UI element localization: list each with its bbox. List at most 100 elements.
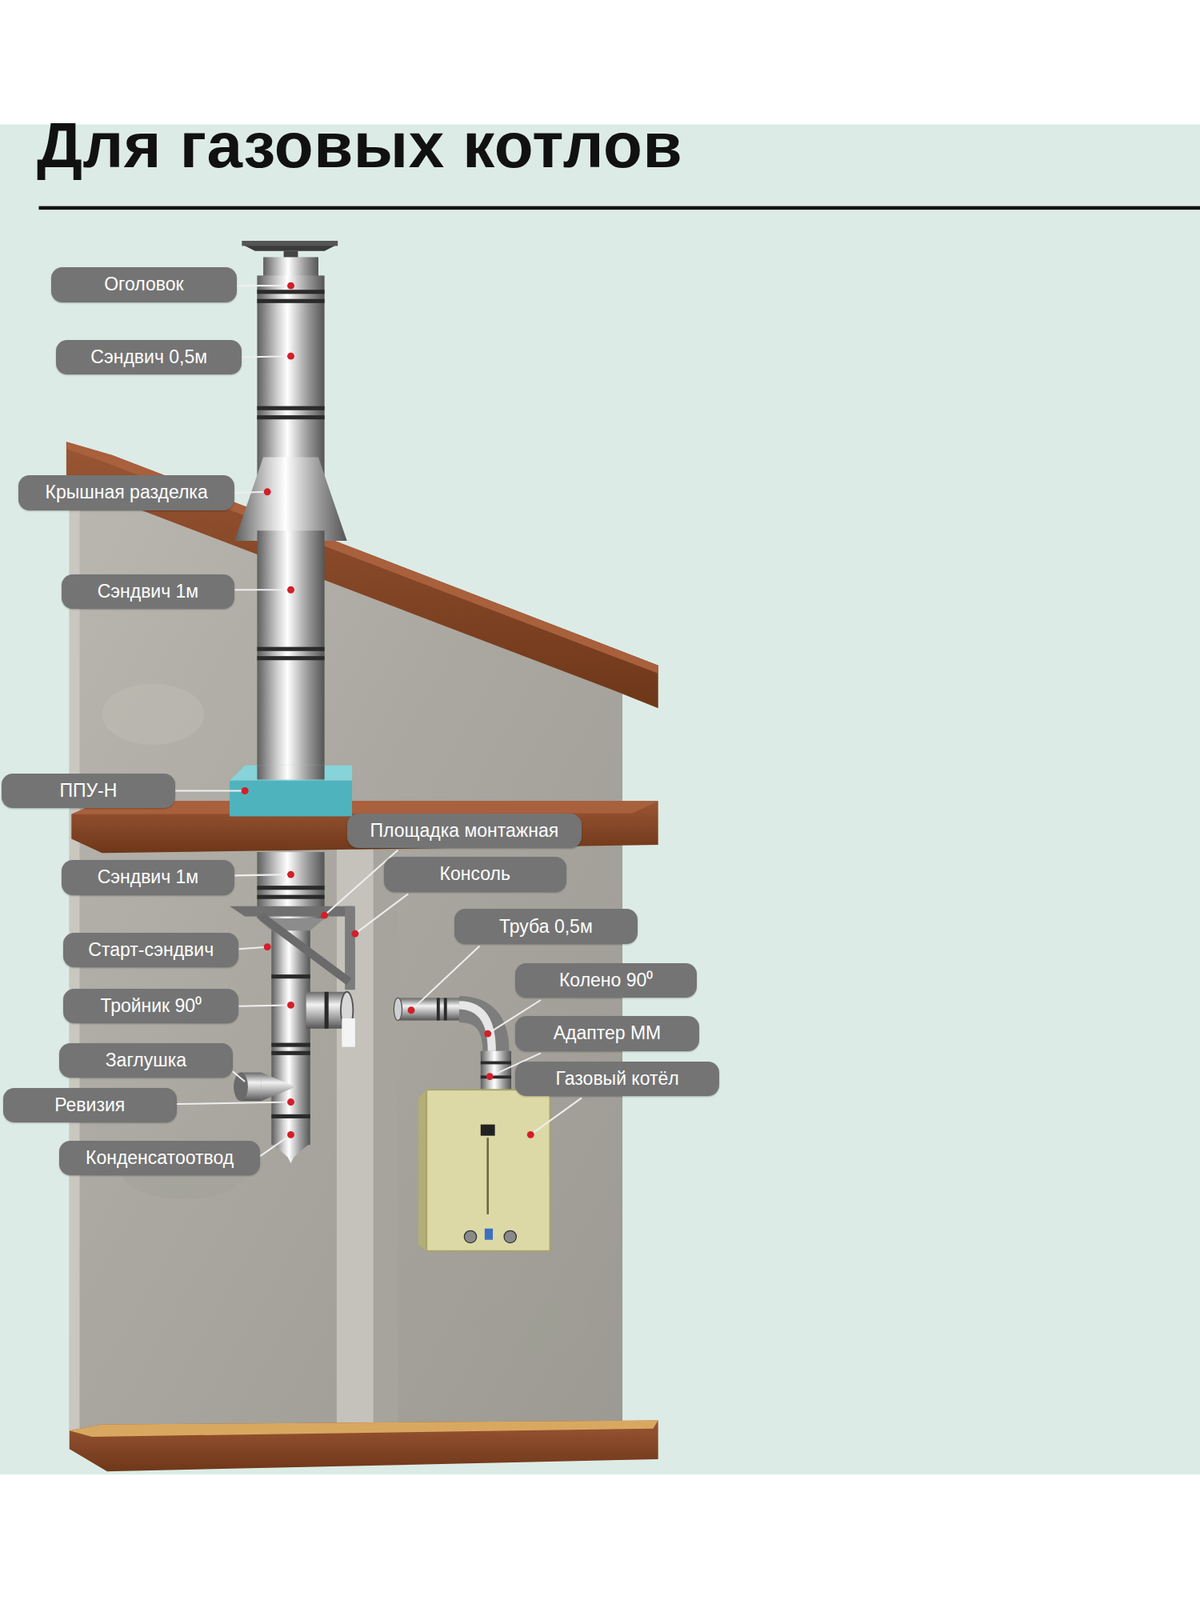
- leader-dots: [264, 488, 272, 496]
- leader-dots: [408, 1006, 416, 1014]
- ppu-box: [229, 765, 352, 817]
- leader-dots: [264, 943, 272, 951]
- leader-lines: [173, 789, 245, 792]
- leader-dots: [287, 282, 295, 290]
- leader-lines: [234, 874, 291, 876]
- leader-dots: [287, 1098, 295, 1106]
- background: [38, 206, 1200, 210]
- callout-label: Крышная разделка: [18, 475, 235, 510]
- boiler-flue: [480, 1051, 512, 1092]
- leader-lines: [176, 1102, 292, 1105]
- building: [66, 441, 659, 1472]
- building: [102, 684, 205, 746]
- callout-text: Труба 0,5м: [499, 916, 593, 937]
- chimney-lower: [256, 852, 355, 1164]
- boiler-flue: [459, 1004, 492, 1051]
- chimney-pipe: [263, 256, 319, 278]
- callout-label: Ревизия: [3, 1088, 177, 1123]
- chimney-lower: [271, 1143, 310, 1164]
- leader-dots: [287, 1001, 295, 1009]
- chimney-lower: [324, 992, 329, 1029]
- leader-lines: [530, 1097, 582, 1135]
- callout-text: Крышная разделка: [45, 482, 208, 503]
- leader-dots: [486, 1072, 494, 1080]
- boiler-flue: [480, 1061, 512, 1065]
- boiler-flue: [436, 997, 440, 1020]
- building: [336, 848, 374, 1443]
- chimney-pipe: [256, 656, 324, 660]
- callout-label: Заглушка: [59, 1043, 233, 1078]
- chimney-lower: [271, 974, 310, 979]
- building: [69, 1420, 659, 1472]
- leader-lines: [234, 492, 268, 493]
- chimney-pipe: [234, 240, 347, 786]
- revision-cap: [261, 1072, 296, 1102]
- building: [71, 800, 658, 853]
- leader-dots: [320, 912, 328, 920]
- building: [69, 1420, 659, 1437]
- chimney-pipe: [256, 275, 324, 480]
- gas-boiler: [486, 1137, 489, 1215]
- callout-text: Газовый котёл: [556, 1068, 680, 1089]
- leader-dots: [527, 1131, 535, 1139]
- chimney-pipe: [256, 530, 324, 786]
- background: [0, 124, 1200, 1476]
- leader-lines: [238, 1004, 291, 1006]
- boiler-flue: [480, 1075, 512, 1079]
- boiler-flue: [444, 997, 448, 1020]
- callout-text: Тройник 90⁰: [100, 996, 202, 1016]
- leader-lines: [234, 588, 291, 591]
- gas-boiler: [504, 1230, 516, 1243]
- boiler-flue: [393, 997, 402, 1020]
- chimney-pipe: [256, 299, 324, 304]
- callout-label: ППУ-Н: [1, 773, 176, 808]
- boiler-flue: [397, 997, 461, 1020]
- chimney-pipe: [256, 289, 324, 294]
- callout-label: Газовый котёл: [515, 1061, 720, 1096]
- leader-lines: [355, 893, 408, 934]
- building: [474, 1300, 587, 1352]
- revision-cap: [233, 1072, 248, 1102]
- leader-lines: [260, 1134, 291, 1156]
- chimney-lower: [271, 1114, 310, 1119]
- callout-text: ППУ-Н: [59, 780, 117, 801]
- callout-label: Сэндвич 1м: [61, 574, 236, 609]
- chimney-pipe: [256, 406, 324, 411]
- gas-boiler: [464, 1230, 476, 1243]
- callout-label: Консоль: [384, 856, 567, 892]
- chimney-lower: [271, 1051, 310, 1056]
- leader-dots: [287, 586, 295, 594]
- callout-label: Адаптер ММ: [515, 1016, 700, 1051]
- revision-cap: [233, 1072, 296, 1102]
- leader-dots: [351, 930, 359, 938]
- leader-dots: [287, 1131, 295, 1139]
- ppu-box: [229, 765, 352, 781]
- leader-dots: [484, 1030, 492, 1038]
- leader-lines: [236, 284, 292, 287]
- chimney-pipe: [234, 456, 347, 541]
- leader-dots: [287, 352, 295, 360]
- building: [373, 848, 399, 1443]
- leader-lines: [241, 356, 291, 357]
- chimney-pipe: [256, 415, 324, 420]
- gas-boiler: [484, 1228, 493, 1240]
- callout-label: Сэндвич 1м: [61, 860, 236, 895]
- callout-text: Конденсатоотвод: [85, 1148, 234, 1168]
- callout-text: Адаптер ММ: [553, 1023, 662, 1044]
- background: [0, 124, 1200, 1476]
- console-bracket: [229, 906, 356, 991]
- callout-text: Сэндвич 1м: [97, 581, 200, 602]
- leader-dots: [241, 282, 535, 1139]
- boiler-flue: [393, 997, 512, 1092]
- leader-lines: [238, 947, 268, 950]
- chimney-lower: [256, 895, 324, 900]
- callout-text: Оголовок: [104, 274, 184, 295]
- chimney-lower: [256, 885, 324, 890]
- gas-boiler: [426, 1089, 550, 1252]
- chimney-lower: [341, 1018, 356, 1048]
- chimney-lower: [271, 1043, 310, 1048]
- callout-label: Конденсатоотвод: [59, 1140, 260, 1176]
